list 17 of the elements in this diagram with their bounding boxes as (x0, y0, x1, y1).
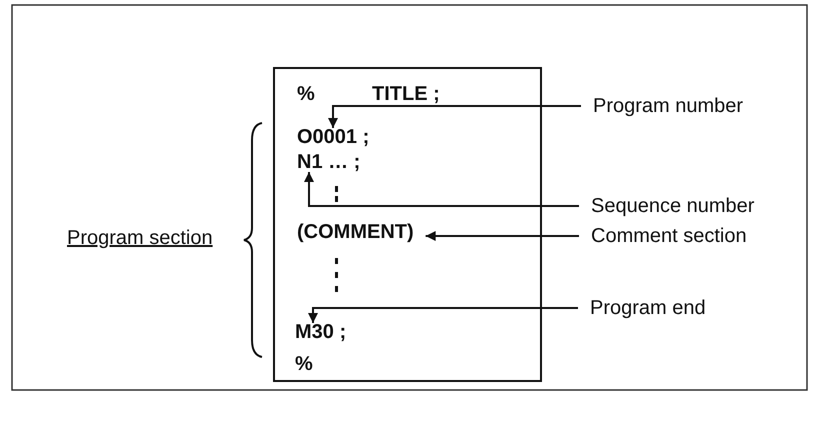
code-line: (COMMENT) (297, 220, 414, 244)
code-line: % (295, 352, 313, 376)
leader-arrow (308, 307, 578, 323)
leader-arrow (426, 231, 579, 241)
callout-label: Sequence number (591, 194, 754, 218)
program-listing-box (273, 67, 542, 382)
code-line: TITLE ; (372, 82, 440, 106)
code-line: % (297, 82, 315, 106)
code-line: O0001 ; (297, 125, 370, 149)
code-line: N1 … ; (297, 150, 360, 174)
leader-arrow (328, 105, 581, 128)
section-label: Program section (67, 226, 213, 250)
callout-label: Program number (593, 94, 744, 118)
callout-label: Comment section (591, 224, 747, 248)
leader-arrow (304, 172, 579, 207)
code-line: M30 ; (295, 320, 346, 344)
callout-label: Program end (590, 296, 706, 320)
